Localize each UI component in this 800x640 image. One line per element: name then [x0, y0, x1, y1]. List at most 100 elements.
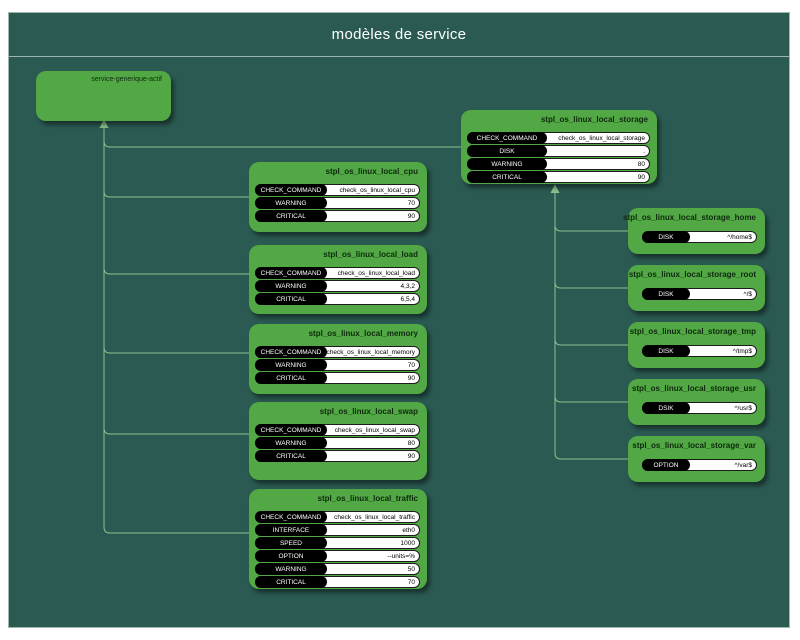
attribute-value: .: [643, 147, 645, 155]
attribute-row: OPTION ^/var$: [642, 459, 757, 471]
node-stpl-os-linux-local-cpu[interactable]: stpl_os_linux_local_cpu CHECK_COMMAND ch…: [249, 162, 427, 232]
attribute-value: 70: [407, 578, 415, 586]
attribute-value: 1000: [400, 539, 415, 547]
attribute-label: WARNING: [467, 158, 547, 170]
attribute-row: WARNING 80: [467, 158, 650, 170]
attribute-label: CHECK_COMMAND: [467, 132, 547, 144]
node-stpl-os-linux-local-storage-tmp[interactable]: stpl_os_linux_local_storage_tmp DISK ^/t…: [628, 322, 765, 368]
attribute-label: WARNING: [255, 563, 327, 575]
attribute-label: WARNING: [255, 197, 327, 209]
node-stpl-os-linux-local-swap[interactable]: stpl_os_linux_local_swap CHECK_COMMAND c…: [249, 402, 427, 480]
node-stpl-os-linux-local-load[interactable]: stpl_os_linux_local_load CHECK_COMMAND c…: [249, 245, 427, 314]
attribute-row: DSIK ^/usr$: [642, 402, 757, 414]
attribute-row: SPEED 1000: [255, 537, 420, 549]
node-stpl-os-linux-local-storage[interactable]: stpl_os_linux_local_storage CHECK_COMMAN…: [461, 110, 657, 184]
attribute-value: 4,3,2: [400, 282, 415, 290]
attribute-label: DSIK: [642, 402, 690, 414]
page-title: modèles de service: [331, 26, 467, 43]
attribute-rows: OPTION ^/var$: [642, 459, 757, 471]
attribute-value: eth0: [402, 526, 415, 534]
attribute-value: 50: [407, 565, 415, 573]
node-title: stpl_os_linux_local_storage: [540, 115, 648, 124]
attribute-row: CHECK_COMMAND check_os_linux_local_stora…: [467, 132, 650, 144]
attribute-value: check_os_linux_local_storage: [558, 134, 645, 142]
node-stpl-os-linux-local-storage-usr[interactable]: stpl_os_linux_local_storage_usr DSIK ^/u…: [628, 379, 765, 425]
attribute-value: --units=%: [387, 552, 415, 560]
attribute-value: check_os_linux_local_cpu: [339, 186, 415, 194]
attribute-value: ^/var$: [734, 461, 752, 469]
node-stpl-os-linux-local-storage-home[interactable]: stpl_os_linux_local_storage_home DISK ^/…: [623, 208, 765, 254]
attribute-row: CRITICAL 70: [255, 576, 420, 588]
attribute-label: CRITICAL: [255, 210, 327, 222]
attribute-value: ^/home$: [727, 233, 752, 241]
attribute-value: check_os_linux_local_traffic: [334, 513, 415, 521]
attribute-value: check_os_linux_local_memory: [326, 348, 415, 356]
attribute-label: WARNING: [255, 359, 327, 371]
attribute-value: 90: [637, 173, 645, 181]
attribute-value: ^/tmp$: [732, 347, 752, 355]
attribute-row: WARNING 4,3,2: [255, 280, 420, 292]
attribute-row: CHECK_COMMAND check_os_linux_local_load: [255, 267, 420, 279]
attribute-label: CRITICAL: [467, 171, 547, 183]
attribute-label: SPEED: [255, 537, 327, 549]
attribute-value: ^/usr$: [734, 404, 752, 412]
node-title: stpl_os_linux_local_memory: [308, 329, 418, 338]
diagram-panel: modèles de service s: [8, 12, 790, 628]
node-title: stpl_os_linux_local_load: [323, 250, 418, 259]
attribute-label: DISK: [642, 345, 690, 357]
attribute-rows: CHECK_COMMAND check_os_linux_local_cpu W…: [255, 184, 420, 222]
attribute-value: 70: [407, 361, 415, 369]
attribute-row: OPTION --units=%: [255, 550, 420, 562]
node-stpl-os-linux-local-storage-var[interactable]: stpl_os_linux_local_storage_var OPTION ^…: [628, 436, 765, 482]
attribute-rows: CHECK_COMMAND check_os_linux_local_memor…: [255, 346, 420, 384]
attribute-label: WARNING: [255, 437, 327, 449]
attribute-row: CRITICAL 6,5,4: [255, 293, 420, 305]
attribute-label: DISK: [642, 231, 690, 243]
attribute-row: DISK .: [467, 145, 650, 157]
attribute-rows: CHECK_COMMAND check_os_linux_local_stora…: [467, 132, 650, 183]
node-service-generique-actif[interactable]: service-generique-actif: [36, 71, 171, 121]
attribute-rows: DISK ^/$: [642, 288, 757, 300]
attribute-label: CHECK_COMMAND: [255, 424, 327, 436]
attribute-value: 90: [407, 452, 415, 460]
attribute-value: 80: [407, 439, 415, 447]
node-stpl-os-linux-local-memory[interactable]: stpl_os_linux_local_memory CHECK_COMMAND…: [249, 324, 427, 394]
attribute-label: CRITICAL: [255, 576, 327, 588]
attribute-label: OPTION: [642, 459, 690, 471]
node-title: stpl_os_linux_local_storage_usr: [631, 384, 756, 393]
node-title: stpl_os_linux_local_storage_tmp: [629, 327, 756, 336]
attribute-label: WARNING: [255, 280, 327, 292]
attribute-rows: DISK ^/home$: [642, 231, 757, 243]
attribute-label: CHECK_COMMAND: [255, 184, 327, 196]
attribute-label: CHECK_COMMAND: [255, 267, 327, 279]
attribute-value: 90: [407, 374, 415, 382]
attribute-row: CRITICAL 90: [255, 210, 420, 222]
attribute-label: DISK: [642, 288, 690, 300]
attribute-row: WARNING 70: [255, 197, 420, 209]
attribute-label: CRITICAL: [255, 293, 327, 305]
attribute-row: CHECK_COMMAND check_os_linux_local_cpu: [255, 184, 420, 196]
attribute-label: CHECK_COMMAND: [255, 346, 327, 358]
attribute-value: 70: [407, 199, 415, 207]
attribute-value: 6,5,4: [400, 295, 415, 303]
attribute-row: WARNING 80: [255, 437, 420, 449]
attribute-value: ^/$: [743, 290, 752, 298]
attribute-label: INTERFACE: [255, 524, 327, 536]
node-title: stpl_os_linux_local_traffic: [317, 494, 418, 503]
attribute-label: CRITICAL: [255, 372, 327, 384]
diagram-canvas: service-generique-actif stpl_os_linux_lo…: [9, 57, 789, 627]
node-stpl-os-linux-local-traffic[interactable]: stpl_os_linux_local_traffic CHECK_COMMAN…: [249, 489, 427, 589]
attribute-rows: DSIK ^/usr$: [642, 402, 757, 414]
attribute-value: check_os_linux_local_swap: [334, 426, 415, 434]
node-title: service-generique-actif: [91, 76, 162, 83]
arrow-up-to-storage: [550, 184, 560, 193]
attribute-row: CHECK_COMMAND check_os_linux_local_traff…: [255, 511, 420, 523]
attribute-row: CRITICAL 90: [255, 450, 420, 462]
attribute-label: CRITICAL: [255, 450, 327, 462]
attribute-row: CRITICAL 90: [467, 171, 650, 183]
node-title: stpl_os_linux_local_storage_var: [632, 441, 756, 450]
node-title: stpl_os_linux_local_storage_root: [628, 270, 756, 279]
diagram-header: modèles de service: [9, 13, 789, 57]
attribute-row: INTERFACE eth0: [255, 524, 420, 536]
node-stpl-os-linux-local-storage-root[interactable]: stpl_os_linux_local_storage_root DISK ^/…: [628, 265, 765, 311]
